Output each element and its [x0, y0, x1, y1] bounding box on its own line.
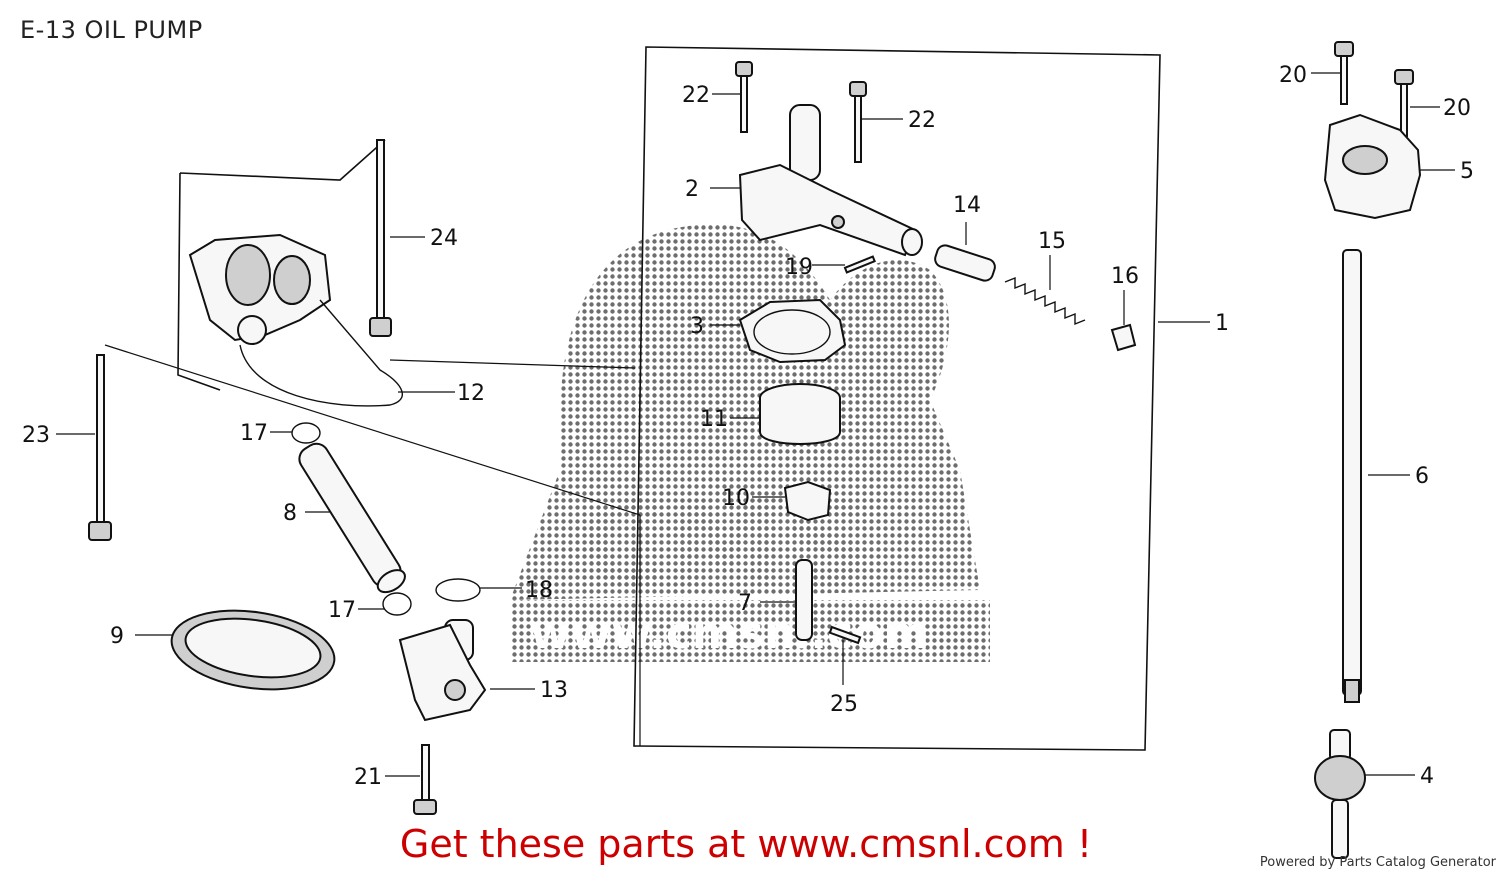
callout-1[interactable]: 1	[1215, 311, 1229, 336]
pump-assembly-frame	[633, 46, 1161, 751]
callout-11[interactable]: 11	[700, 407, 728, 432]
callout-20-left[interactable]: 20	[1279, 63, 1307, 88]
powered-by-text: Powered by Parts Catalog Generator	[1259, 855, 1496, 870]
callout-22-right[interactable]: 22	[908, 108, 936, 133]
part-12-strainer-housing	[188, 233, 403, 407]
page-title: E-13 OIL PUMP	[20, 16, 203, 44]
part-11-rotor	[759, 383, 841, 445]
part-20-bolt-left	[1334, 41, 1354, 105]
callout-labels: 1 2 3 4 5 6 7 8 9 10 11 12 13 14 15 16 1…	[22, 63, 1474, 790]
part-2-pump-body	[738, 104, 923, 257]
part-3-gasket	[738, 298, 847, 364]
callout-20-right[interactable]: 20	[1443, 96, 1471, 121]
part-20-bolt-right	[1394, 69, 1414, 137]
callout-23[interactable]: 23	[22, 423, 50, 448]
part-21-bolt	[413, 744, 437, 815]
part-8-pipe	[298, 442, 406, 594]
part-17-o-ring-upper	[291, 422, 321, 444]
part-6-shaft	[1342, 249, 1362, 703]
callout-25[interactable]: 25	[830, 692, 858, 717]
callout-8[interactable]: 8	[283, 501, 297, 526]
strainer-assembly-frame	[177, 139, 386, 391]
part-22-bolt-left	[735, 61, 753, 133]
callout-2[interactable]: 2	[685, 177, 699, 202]
callout-17-lower[interactable]: 17	[328, 598, 356, 623]
watermark: CMS www.cmsnl.com	[510, 224, 990, 662]
part-19-pin	[843, 255, 876, 274]
part-18-o-ring	[435, 578, 481, 602]
part-15-spring	[1004, 276, 1086, 326]
callout-14[interactable]: 14	[953, 193, 981, 218]
callout-24[interactable]: 24	[430, 226, 458, 251]
leader-lines	[56, 72, 1455, 777]
callout-17-upper[interactable]: 17	[240, 421, 268, 446]
callout-3[interactable]: 3	[690, 314, 704, 339]
callout-9[interactable]: 9	[110, 624, 124, 649]
watermark-url-text: www.cmsnl.com	[530, 608, 929, 659]
part-13-elbow	[398, 619, 487, 722]
callout-7[interactable]: 7	[738, 591, 752, 616]
part-24-bolt	[369, 139, 392, 337]
part-22-bolt-right	[849, 81, 867, 163]
part-5-housing	[1323, 113, 1422, 220]
part-25-pin	[828, 625, 862, 645]
callout-19[interactable]: 19	[785, 255, 813, 280]
callout-12[interactable]: 12	[457, 381, 485, 406]
callout-18[interactable]: 18	[525, 578, 553, 603]
part-17-o-ring-lower	[382, 592, 412, 616]
callout-22-left[interactable]: 22	[682, 83, 710, 108]
part-14-sleeve	[934, 244, 996, 282]
callout-21[interactable]: 21	[354, 765, 382, 790]
part-4-drive-gear	[1314, 729, 1366, 859]
part-9-gasket	[170, 609, 336, 691]
watermark-url-bar	[510, 600, 990, 662]
callout-5[interactable]: 5	[1460, 159, 1474, 184]
watermark-logo-shape	[510, 224, 980, 601]
callout-16[interactable]: 16	[1111, 264, 1139, 289]
callout-10[interactable]: 10	[722, 486, 750, 511]
callout-15[interactable]: 15	[1038, 229, 1066, 254]
get-parts-banner[interactable]: Get these parts at www.cmsnl.com !	[0, 822, 1500, 866]
part-23-bolt	[88, 354, 112, 541]
part-7-shaft	[795, 559, 813, 641]
callout-13[interactable]: 13	[540, 678, 568, 703]
callout-4[interactable]: 4	[1420, 764, 1434, 789]
callout-6[interactable]: 6	[1415, 464, 1429, 489]
part-16-cap	[1110, 323, 1137, 352]
part-10-inner-rotor	[783, 480, 832, 522]
get-parts-link[interactable]: Get these parts at www.cmsnl.com !	[399, 822, 1093, 866]
